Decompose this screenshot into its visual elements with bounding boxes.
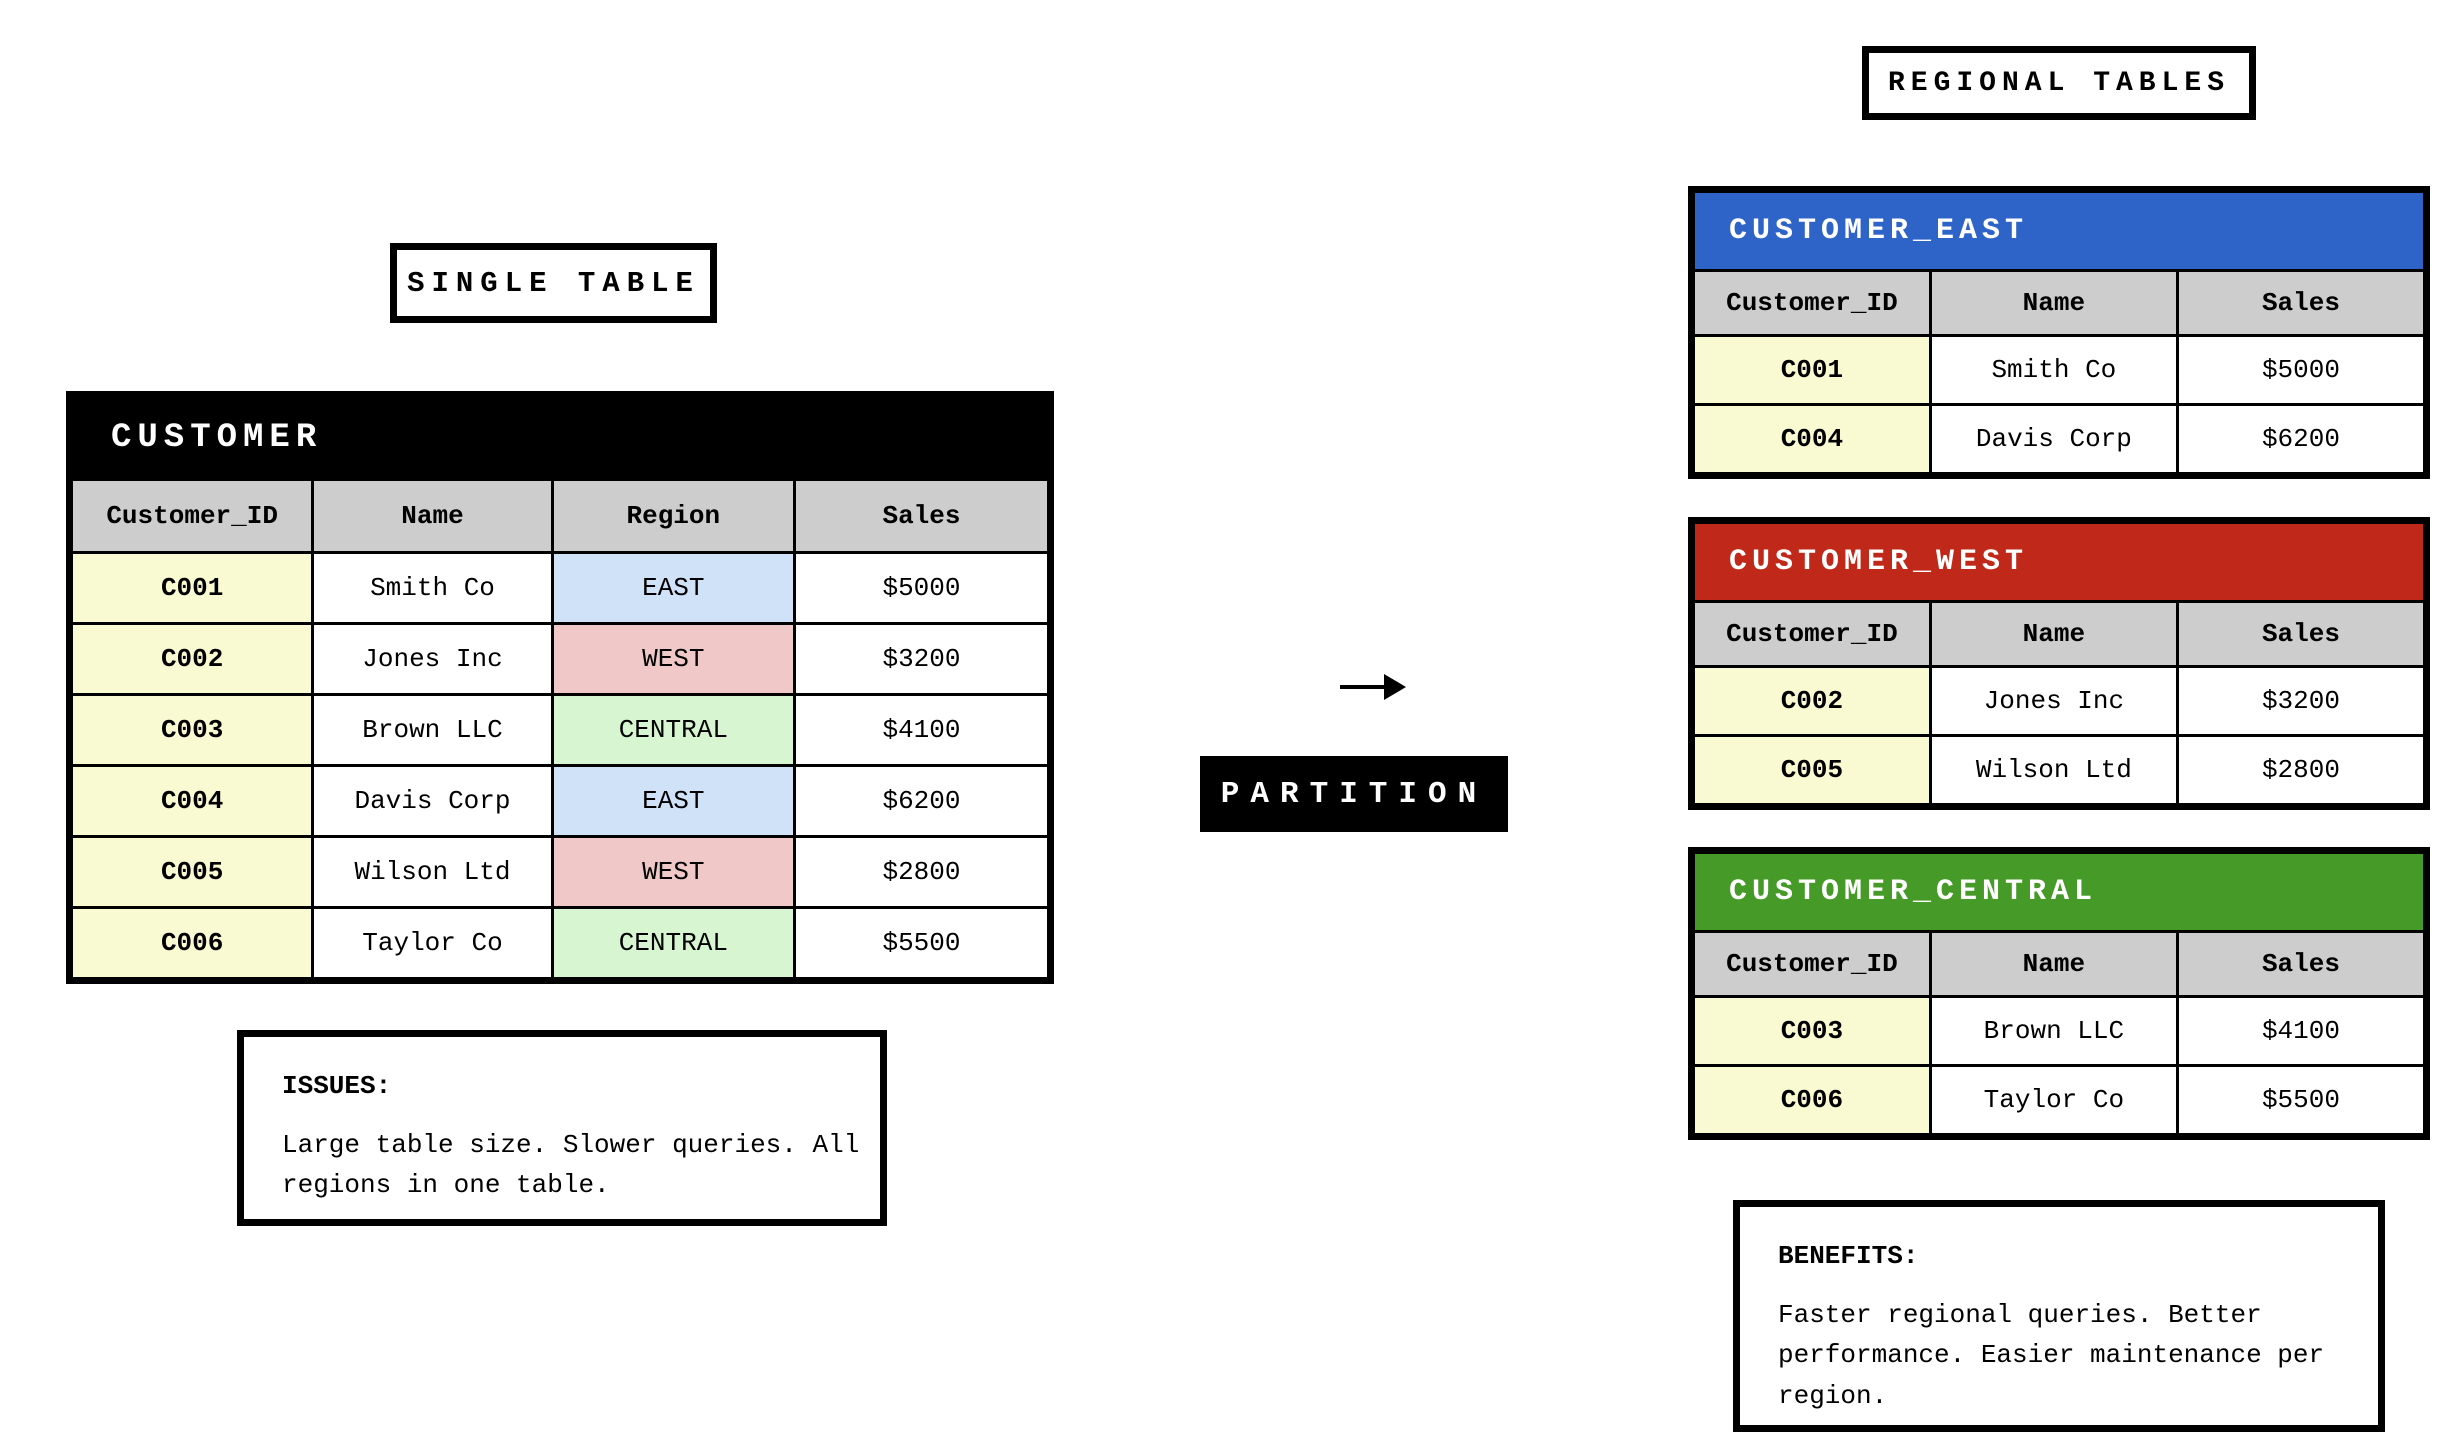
customer-central-table: CUSTOMER_CENTRAL Customer_ID Name Sales … [1688, 847, 2430, 1140]
cell-region: CENTRAL [550, 906, 796, 977]
cell-sales: $4100 [2175, 995, 2423, 1067]
cell-name: Taylor Co [311, 906, 554, 977]
cell-region: WEST [550, 622, 796, 696]
column-header-customer-id: Customer_ID [73, 478, 315, 554]
cell-sales: $2800 [2175, 734, 2423, 803]
cell-customer-id: C003 [73, 693, 315, 767]
table-row: C002 Jones Inc WEST $3200 [73, 622, 1047, 696]
partition-arrow-icon [1338, 664, 1410, 710]
partition-label: PARTITION [1220, 776, 1488, 812]
cell-name: Jones Inc [1928, 665, 2179, 737]
customer-east-grid: Customer_ID Name Sales C001 Smith Co $50… [1695, 269, 2423, 472]
cell-customer-id: C005 [73, 835, 315, 909]
cell-name: Brown LLC [1928, 995, 2179, 1067]
cell-sales: $5000 [2175, 334, 2423, 406]
cell-customer-id: C001 [1695, 334, 1932, 406]
table-row: C001 Smith Co $5000 [1695, 334, 2423, 406]
cell-sales: $6200 [792, 764, 1047, 838]
column-header-customer-id: Customer_ID [1695, 930, 1932, 998]
column-header-sales: Sales [2175, 269, 2423, 337]
cell-customer-id: C006 [73, 906, 315, 977]
column-header-sales: Sales [2175, 930, 2423, 998]
issues-box: ISSUES: Large table size. Slower queries… [237, 1030, 887, 1226]
customer-west-table-title: CUSTOMER_WEST [1695, 524, 2423, 600]
customer-west-table: CUSTOMER_WEST Customer_ID Name Sales C00… [1688, 517, 2430, 810]
benefits-box: BENEFITS: Faster regional queries. Bette… [1733, 1200, 2385, 1432]
central-header-row: Customer_ID Name Sales [1695, 930, 2423, 998]
customer-table-title: CUSTOMER [73, 398, 1047, 478]
column-header-name: Name [1928, 269, 2179, 337]
column-header-customer-id: Customer_ID [1695, 600, 1932, 668]
column-header-name: Name [1928, 930, 2179, 998]
benefits-heading: BENEFITS: [1778, 1241, 1919, 1271]
cell-sales: $6200 [2175, 403, 2423, 472]
cell-sales: $4100 [792, 693, 1047, 767]
cell-name: Smith Co [1928, 334, 2179, 406]
column-header-name: Name [1928, 600, 2179, 668]
customer-table-grid: Customer_ID Name Region Sales C001 Smith… [73, 478, 1047, 977]
table-row: C004 Davis Corp EAST $6200 [73, 764, 1047, 838]
cell-customer-id: C003 [1695, 995, 1932, 1067]
table-row: C006 Taylor Co CENTRAL $5500 [73, 906, 1047, 977]
table-row: C002 Jones Inc $3200 [1695, 665, 2423, 737]
cell-customer-id: C002 [73, 622, 315, 696]
table-row: C005 Wilson Ltd $2800 [1695, 734, 2423, 803]
cell-customer-id: C004 [73, 764, 315, 838]
cell-region: CENTRAL [550, 693, 796, 767]
cell-customer-id: C004 [1695, 403, 1932, 472]
cell-name: Taylor Co [1928, 1064, 2179, 1133]
column-header-sales: Sales [2175, 600, 2423, 668]
cell-sales: $3200 [792, 622, 1047, 696]
cell-name: Smith Co [311, 551, 554, 625]
cell-customer-id: C005 [1695, 734, 1932, 803]
table-row: C003 Brown LLC $4100 [1695, 995, 2423, 1067]
partition-label-box: PARTITION [1200, 756, 1508, 832]
cell-sales: $2800 [792, 835, 1047, 909]
table-row: C001 Smith Co EAST $5000 [73, 551, 1047, 625]
issues-text: Large table size. Slower queries. All re… [282, 1130, 860, 1201]
cell-sales: $5000 [792, 551, 1047, 625]
table-row: C003 Brown LLC CENTRAL $4100 [73, 693, 1047, 767]
east-header-row: Customer_ID Name Sales [1695, 269, 2423, 337]
table-row: C005 Wilson Ltd WEST $2800 [73, 835, 1047, 909]
table-row: C006 Taylor Co $5500 [1695, 1064, 2423, 1133]
cell-name: Jones Inc [311, 622, 554, 696]
issues-heading: ISSUES: [282, 1071, 392, 1101]
customer-central-table-title: CUSTOMER_CENTRAL [1695, 854, 2423, 930]
customer-header-row: Customer_ID Name Region Sales [73, 478, 1047, 554]
single-table-label-box: SINGLE TABLE [390, 243, 717, 323]
cell-customer-id: C001 [73, 551, 315, 625]
cell-region: EAST [550, 764, 796, 838]
customer-table: CUSTOMER Customer_ID Name Region Sales C… [66, 391, 1054, 984]
cell-customer-id: C002 [1695, 665, 1932, 737]
customer-east-table: CUSTOMER_EAST Customer_ID Name Sales C00… [1688, 186, 2430, 479]
cell-region: EAST [550, 551, 796, 625]
cell-name: Davis Corp [311, 764, 554, 838]
cell-region: WEST [550, 835, 796, 909]
cell-sales: $5500 [2175, 1064, 2423, 1133]
customer-central-grid: Customer_ID Name Sales C003 Brown LLC $4… [1695, 930, 2423, 1133]
cell-name: Wilson Ltd [1928, 734, 2179, 803]
cell-sales: $3200 [2175, 665, 2423, 737]
column-header-region: Region [550, 478, 796, 554]
benefits-text: Faster regional queries. Better performa… [1778, 1300, 2325, 1411]
regional-tables-label-box: REGIONAL TABLES [1862, 46, 2256, 120]
cell-sales: $5500 [792, 906, 1047, 977]
regional-tables-label: REGIONAL TABLES [1887, 67, 2231, 99]
west-header-row: Customer_ID Name Sales [1695, 600, 2423, 668]
table-row: C004 Davis Corp $6200 [1695, 403, 2423, 472]
column-header-sales: Sales [792, 478, 1047, 554]
column-header-name: Name [311, 478, 554, 554]
cell-customer-id: C006 [1695, 1064, 1932, 1133]
cell-name: Davis Corp [1928, 403, 2179, 472]
single-table-label: SINGLE TABLE [407, 266, 700, 300]
customer-west-grid: Customer_ID Name Sales C002 Jones Inc $3… [1695, 600, 2423, 803]
customer-east-table-title: CUSTOMER_EAST [1695, 193, 2423, 269]
cell-name: Brown LLC [311, 693, 554, 767]
cell-name: Wilson Ltd [311, 835, 554, 909]
column-header-customer-id: Customer_ID [1695, 269, 1932, 337]
